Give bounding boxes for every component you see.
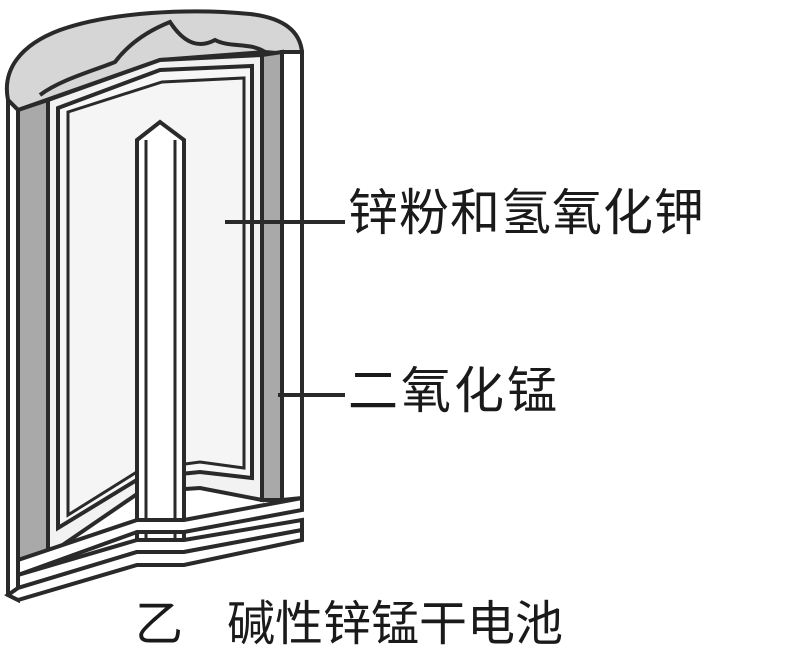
figure-letter: 乙: [135, 596, 183, 652]
figure-caption: 乙碱性锌锰干电池: [135, 600, 563, 648]
figure-title: 碱性锌锰干电池: [227, 596, 563, 652]
label-zinc-powder-koh: 锌粉和氢氧化钾: [348, 188, 705, 238]
label-manganese-dioxide: 二氧化锰: [348, 366, 560, 416]
casing-right-gray: [262, 52, 282, 500]
casing-left-gray: [18, 100, 48, 560]
current-collector-rod: [137, 122, 184, 560]
casing-outer-right: [282, 52, 302, 500]
